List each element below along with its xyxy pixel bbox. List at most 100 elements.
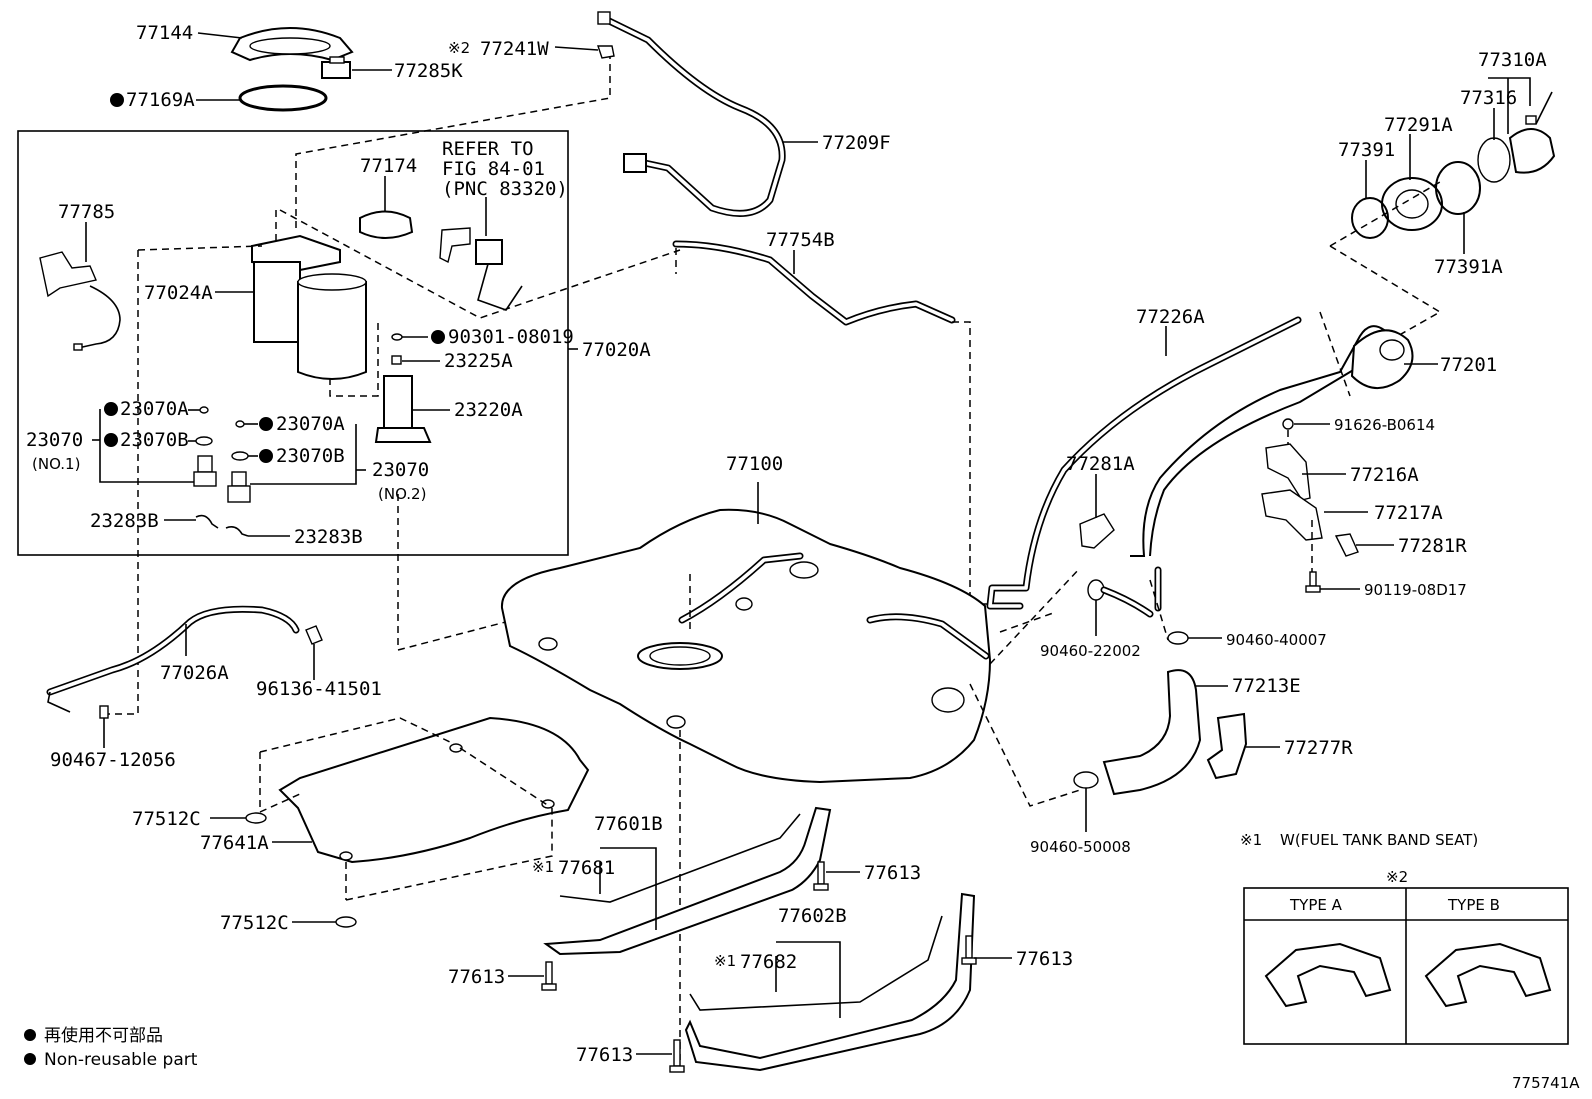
tank-band-77601b [543,806,832,956]
o-ring-77391 [1351,197,1389,239]
filter-cap-part [391,355,402,365]
fuel-pump-motor-part [374,375,432,443]
bracket-77216a [1265,443,1311,501]
label-77281r: 77281R [1398,535,1467,557]
breather-hose-part [46,605,300,713]
label-23220a: 23220A [454,399,523,421]
bracket-77281r [1334,533,1359,557]
non-reusable-dot-icon [431,330,445,344]
label-77241w: 77241W [480,38,549,60]
label-77285k: 77285K [394,60,463,82]
bolt-77613-3 [961,935,977,965]
heat-insulator-part [278,716,590,864]
o-ring-23070a-1 [199,406,209,414]
label-77217a: 77217A [1374,502,1443,524]
label-77512c-2: 77512C [220,912,289,934]
bracket-77281a [1079,513,1115,549]
label-77391a: 77391A [1434,256,1503,278]
label-23070b-2: 23070B [276,445,345,467]
legend-english: Non-reusable part [44,1050,198,1070]
label-90301-08019: 90301-08019 [448,326,574,348]
clip-type-a-illustration [1264,942,1392,1008]
o-ring-23070b-2 [231,451,249,461]
label-77681: 77681 [558,857,615,879]
non-reusable-dot-icon [104,433,118,447]
label-23070-2: 23070 [372,459,429,481]
non-reusable-dot-icon-2 [24,1053,36,1065]
vent-tube-part [672,240,956,326]
type-a-header: TYPE A [1289,896,1343,914]
label-77682: 77682 [740,951,797,973]
label-23070a-2: 23070A [276,413,345,435]
lock-ring-part [359,210,414,239]
label-77512c-1: 77512C [132,808,201,830]
label-90460-40007: 90460-40007 [1226,631,1327,649]
fuel-tank-part [500,508,992,784]
label-77169a: 77169A [126,89,195,111]
label-23070a-1: 23070A [120,398,189,420]
regulator-no1-part [193,455,217,487]
label-77144: 77144 [136,22,193,44]
label-23225a: 23225A [444,350,513,372]
cap-gasket-77316 [1477,137,1511,183]
label-77601b: 77601B [594,813,663,835]
note2-mark: ※2 [1386,868,1408,886]
label-90119-08d17: 90119-08D17 [1364,581,1467,599]
label-77291a: 77291A [1384,114,1453,136]
harness-sensor-part [39,251,121,351]
label-23283b-2: 23283B [294,526,363,548]
o-ring-23070b-1 [195,436,213,446]
fuel-sender-part [439,227,523,311]
note-mark-77682: ※1 [714,952,736,970]
label-77277r: 77277R [1284,737,1353,759]
filler-pipe-part [1130,325,1414,612]
label-77602b: 77602B [778,905,847,927]
type-b-header: TYPE B [1447,896,1500,914]
label-77174: 77174 [360,155,417,177]
label-refer-line3: (PNC 83320) [442,178,568,200]
label-77216a: 77216A [1350,464,1419,486]
label-91626-b0614: 91626-B0614 [1334,416,1435,434]
legend-japanese: 再使用不可部品 [44,1025,163,1046]
non-reusable-dot-icon [24,1029,36,1041]
fuel-pump-canister-part [251,234,367,380]
o-ring-77391a [1435,161,1481,215]
plug-90467 [99,705,109,719]
note1-text: W(FUEL TANK BAND SEAT) [1280,831,1478,849]
tube-clip-part [597,45,615,59]
hose-clamp-96136 [305,625,323,645]
label-77641a: 77641A [200,832,269,854]
clamp-90460-50008 [1073,771,1099,789]
label-77613-2: 77613 [448,966,505,988]
breather-tube-part [986,316,1302,610]
band-seat-77682 [689,915,943,1011]
label-77310a: 77310A [1478,49,1547,71]
label-77024a: 77024A [144,282,213,304]
gasket-part [238,84,328,112]
non-reusable-dot-icon [259,449,273,463]
label-77754b: 77754B [766,229,835,251]
clip-type-b-illustration [1424,942,1552,1008]
label-23283b-1: 23283B [90,510,159,532]
clip-77512c-1 [245,812,267,824]
clip-23283b-2 [225,526,249,537]
label-no1: (NO.1) [32,455,80,473]
fuel-pump-assembly-box [17,130,569,556]
bolt-77613-1 [813,861,829,891]
retainer-ring-part [230,27,354,62]
retainer-clip-part [321,56,351,79]
vent-hose-part [597,11,786,217]
label-77613-1: 77613 [864,862,921,884]
protector-77277r [1206,712,1248,780]
label-77785: 77785 [58,201,115,223]
label-77613-4: 77613 [576,1044,633,1066]
regulator-no2-part [227,471,251,503]
o-ring-small-part [391,333,403,341]
note1-mark: ※1 [1240,831,1262,849]
label-77226a: 77226A [1136,306,1205,328]
screw-91626 [1282,418,1294,430]
note-mark-77241w: ※2 [448,39,470,57]
o-ring-23070a-2 [235,420,245,428]
label-96136-41501: 96136-41501 [256,678,382,700]
